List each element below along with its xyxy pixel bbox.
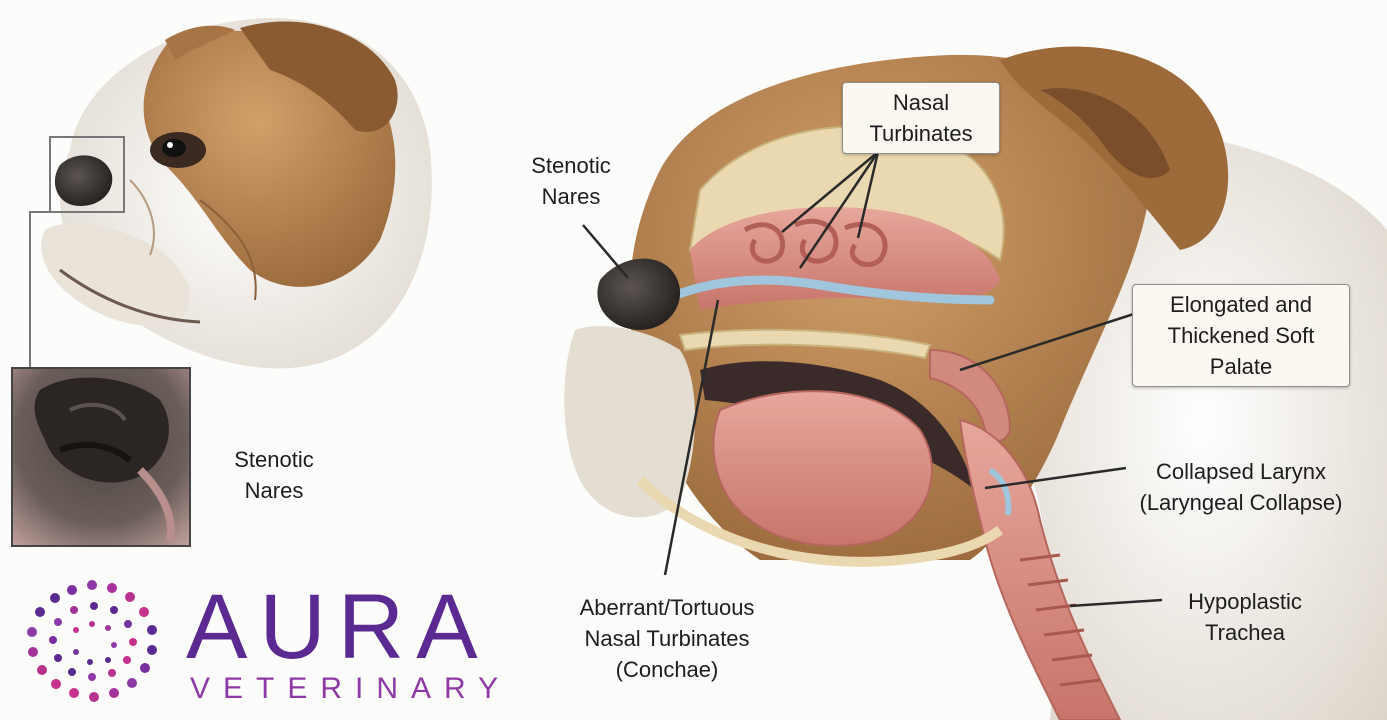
label-collapsed-larynx: Collapsed Larynx (Laryngeal Collapse) (1100, 456, 1382, 518)
logo-mark (27, 580, 157, 702)
label-stenotic-nares: Stenotic Nares (506, 150, 636, 212)
label-hypoplastic-trachea: Hypoplastic Trachea (1156, 586, 1334, 648)
left-dog-head (41, 18, 432, 368)
brand-name: AURA (186, 582, 526, 672)
label-left-stenotic-nares: Stenotic Nares (212, 444, 336, 506)
leader-stenotic-nares (583, 225, 628, 278)
brand-subtitle: VETERINARY (190, 672, 526, 706)
nares-inset-image (12, 368, 190, 546)
brand-logo: AURA VETERINARY (186, 582, 526, 706)
label-aberrant-turbinates: Aberrant/Tortuous Nasal Turbinates (Conc… (536, 592, 798, 685)
label-nasal-turbinates: Nasal Turbinates (842, 82, 1000, 154)
label-soft-palate: Elongated and Thickened Soft Palate (1132, 284, 1350, 387)
